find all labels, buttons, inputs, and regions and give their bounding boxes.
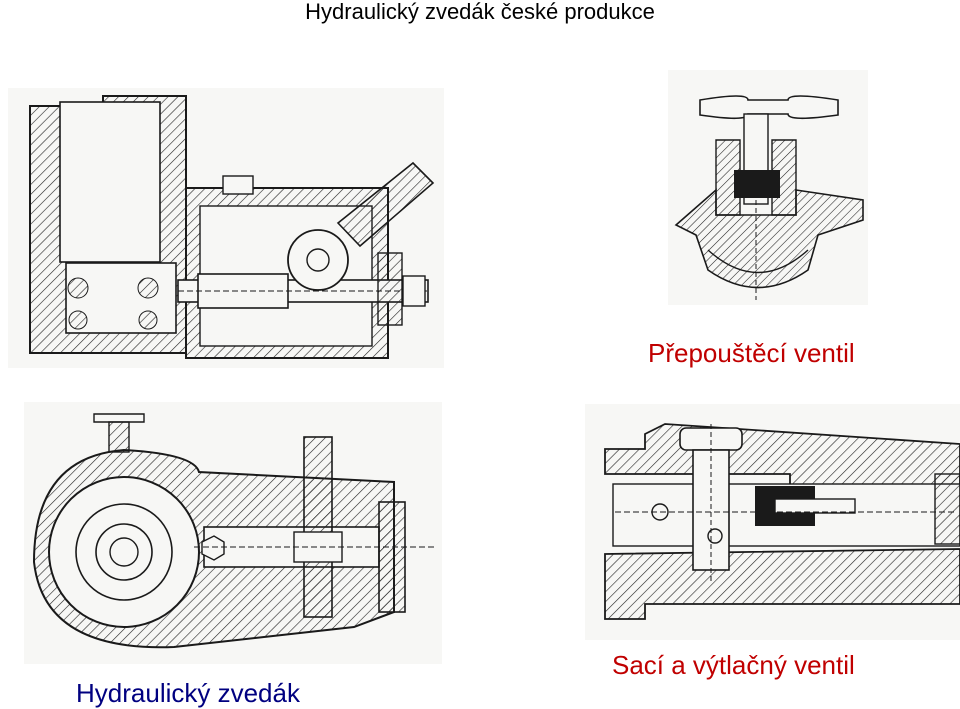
hydraulic-lifter-caption: Hydraulický zvedák (76, 678, 300, 708)
suction-discharge-valve-drawing (585, 404, 960, 640)
relief-valve-drawing (668, 70, 868, 305)
relief-valve-caption: Přepouštěcí ventil (648, 338, 855, 368)
hydraulic-lifter-drawing (24, 402, 442, 664)
suction-discharge-valve-caption: Sací a výtlačný ventil (612, 650, 855, 680)
pump-section-drawing (8, 88, 444, 368)
page-title: Hydraulický zvedák české produkce (305, 0, 655, 24)
